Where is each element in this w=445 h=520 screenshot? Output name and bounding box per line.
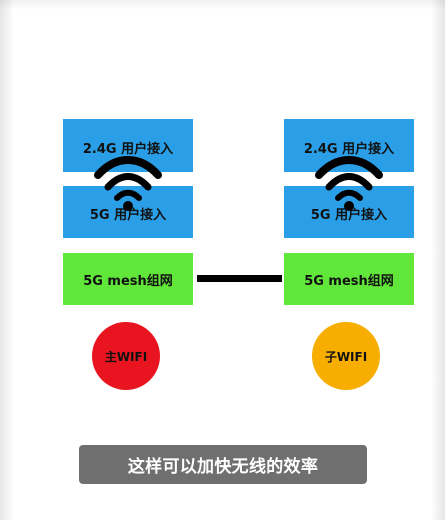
sub-5g-mesh-band: 5G mesh组网 bbox=[284, 253, 414, 305]
sub-5g-access-label: 5G 用户接入 bbox=[310, 207, 388, 223]
caption-text: 这样可以加快无线的效率 bbox=[127, 457, 319, 477]
main-5g-access-label: 5G 用户接入 bbox=[89, 207, 167, 223]
main-24g-access-label: 2.4G 用户接入 bbox=[82, 141, 174, 157]
caption-banner: 这样可以加快无线的效率 bbox=[79, 445, 367, 484]
sub-wifi-label: 子WIFI bbox=[324, 349, 368, 364]
sub-24g-access-band: 2.4G 用户接入 bbox=[284, 119, 414, 172]
wifi-icon bbox=[92, 150, 164, 214]
main-wifi-node: 2.4G 用户接入 5G 用户接入 5G mesh组网 主WIFI bbox=[63, 0, 193, 520]
right-edge-shadow bbox=[431, 0, 445, 520]
main-wifi-label: 主WIFI bbox=[104, 349, 148, 364]
mesh-link-line bbox=[197, 275, 282, 282]
top-edge-shadow bbox=[0, 0, 445, 10]
main-wifi-circle: 主WIFI bbox=[92, 322, 160, 390]
wifi-icon bbox=[313, 150, 385, 214]
main-5g-mesh-label: 5G mesh组网 bbox=[83, 273, 173, 289]
main-5g-mesh-band: 5G mesh组网 bbox=[63, 253, 193, 305]
sub-24g-access-label: 2.4G 用户接入 bbox=[303, 141, 395, 157]
sub-5g-mesh-label: 5G mesh组网 bbox=[304, 273, 394, 289]
sub-wifi-node: 2.4G 用户接入 5G 用户接入 5G mesh组网 子WIFI bbox=[284, 0, 414, 520]
left-edge-shadow bbox=[0, 0, 14, 520]
sub-wifi-circle: 子WIFI bbox=[312, 322, 380, 390]
